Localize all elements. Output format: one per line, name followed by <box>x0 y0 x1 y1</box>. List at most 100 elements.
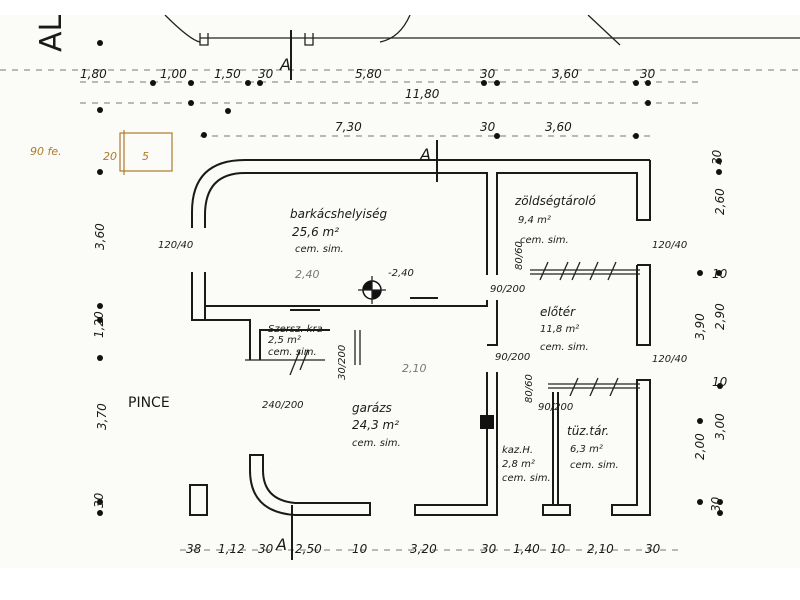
room-szerszamkamra: Szersz. kra 2,5 m² cem. sim. <box>268 324 323 358</box>
svg-text:80/60: 80/60 <box>514 241 525 270</box>
dimension-dots <box>97 40 723 516</box>
svg-text:1,40: 1,40 <box>513 542 540 556</box>
svg-text:9,4 m²: 9,4 m² <box>518 215 551 226</box>
svg-text:20: 20 <box>103 150 117 163</box>
svg-text:1,00: 1,00 <box>160 67 187 81</box>
svg-text:1,50: 1,50 <box>214 67 241 81</box>
svg-text:120/40: 120/40 <box>652 354 687 365</box>
svg-text:2,60: 2,60 <box>713 188 727 215</box>
svg-text:cem. sim.: cem. sim. <box>540 342 589 353</box>
pince-label: PINCE <box>128 395 170 411</box>
svg-text:11,8 m²: 11,8 m² <box>540 324 579 335</box>
opening-labels: 120/40 120/40 90/200 90/200 90/200 240/2… <box>158 240 687 413</box>
svg-text:2,5 m²: 2,5 m² <box>268 335 301 346</box>
svg-text:30: 30 <box>258 67 274 81</box>
svg-text:cem. sim.: cem. sim. <box>502 473 551 484</box>
svg-text:30: 30 <box>258 542 274 556</box>
floor-plan-drawing <box>0 15 800 560</box>
annotation: 90 fe. 20 5 <box>30 145 149 163</box>
svg-text:30: 30 <box>645 542 661 556</box>
svg-text:1,80: 1,80 <box>80 67 107 81</box>
svg-text:3,60: 3,60 <box>545 120 572 134</box>
room-kazanhaz: kaz.H. 2,8 m² cem. sim. <box>502 445 551 484</box>
svg-text:2,8 m²: 2,8 m² <box>502 459 535 470</box>
svg-text:90/200: 90/200 <box>538 402 573 413</box>
svg-text:Szersz. kra: Szersz. kra <box>268 324 323 335</box>
svg-text:30: 30 <box>92 492 106 508</box>
svg-text:5: 5 <box>142 150 149 163</box>
svg-text:cem. sim.: cem. sim. <box>268 347 317 358</box>
room-barkacshelyiseg: barkácshelyiség 25,6 m² cem. sim. <box>290 207 387 255</box>
svg-text:90/200: 90/200 <box>495 352 530 363</box>
svg-text:240/200: 240/200 <box>262 400 304 411</box>
level-marker-icon <box>358 276 386 304</box>
svg-text:tüz.tár.: tüz.tár. <box>567 424 609 438</box>
svg-text:3,00: 3,00 <box>713 413 727 440</box>
svg-text:kaz.H.: kaz.H. <box>502 445 533 456</box>
svg-text:90/200: 90/200 <box>490 284 525 295</box>
svg-text:3,70: 3,70 <box>95 403 109 430</box>
svg-text:cem. sim.: cem. sim. <box>352 438 401 449</box>
svg-text:10: 10 <box>550 542 566 556</box>
svg-text:2,50: 2,50 <box>295 542 322 556</box>
svg-text:3,90: 3,90 <box>693 313 707 340</box>
svg-text:30: 30 <box>710 149 724 165</box>
svg-text:11,80: 11,80 <box>405 87 440 101</box>
room-tuzelotarolo: tüz.tár. 6,3 m² cem. sim. <box>567 424 619 471</box>
plan-labels: AL A A A 1,80 1,00 1,50 30 5,80 30 3,60 … <box>30 15 728 556</box>
svg-text:30: 30 <box>480 67 496 81</box>
room-garazs: garázs 24,3 m² cem. sim. <box>352 401 401 449</box>
svg-text:80/60: 80/60 <box>524 374 535 403</box>
section-marker-label: A <box>279 55 291 74</box>
svg-text:120/40: 120/40 <box>158 240 193 251</box>
svg-text:3,60: 3,60 <box>93 223 107 250</box>
right-dimensions: 30 2,60 10 3,90 2,90 10 2,00 3,00 30 <box>693 149 728 512</box>
svg-text:barkácshelyiség: barkácshelyiség <box>290 207 387 221</box>
section-marker-label: A <box>275 535 287 554</box>
svg-text:2,10: 2,10 <box>402 362 427 375</box>
walls <box>164 15 800 516</box>
svg-text:10: 10 <box>712 375 728 389</box>
svg-text:24,3 m²: 24,3 m² <box>352 418 399 432</box>
floor-plan-sheet: AL A A A 1,80 1,00 1,50 30 5,80 30 3,60 … <box>0 15 800 568</box>
level-labels: 2,40 -2,40 2,10 <box>295 268 427 375</box>
svg-text:-2,40: -2,40 <box>388 268 414 279</box>
svg-text:cem. sim.: cem. sim. <box>520 235 569 246</box>
svg-text:10: 10 <box>712 267 728 281</box>
svg-text:30: 30 <box>481 542 497 556</box>
svg-text:2,00: 2,00 <box>693 433 707 460</box>
left-dimensions: 3,60 1,20 3,70 30 <box>92 223 109 508</box>
svg-text:cem. sim.: cem. sim. <box>295 244 344 255</box>
section-marker-label: A <box>419 145 431 164</box>
annotation-box <box>119 132 173 172</box>
bottom-dimensions: 38 1,12 30 2,50 10 3,20 30 1,40 10 2,10 … <box>186 542 661 556</box>
svg-text:1,12: 1,12 <box>218 542 245 556</box>
svg-text:30: 30 <box>709 496 723 512</box>
svg-text:2,40: 2,40 <box>295 268 320 281</box>
svg-text:38: 38 <box>186 542 202 556</box>
svg-text:3,60: 3,60 <box>552 67 579 81</box>
svg-text:90 fe.: 90 fe. <box>30 145 62 158</box>
svg-text:6,3 m²: 6,3 m² <box>570 444 603 455</box>
svg-text:garázs: garázs <box>352 401 392 415</box>
svg-text:120/40: 120/40 <box>652 240 687 251</box>
room-eloter: előtér 11,8 m² cem. sim. <box>540 305 589 353</box>
svg-text:30: 30 <box>480 120 496 134</box>
svg-text:2,90: 2,90 <box>713 303 727 330</box>
room-zoldsegtarolo: zöldségtároló 9,4 m² cem. sim. <box>514 194 596 246</box>
svg-text:30: 30 <box>640 67 656 81</box>
svg-text:2,10: 2,10 <box>587 542 614 556</box>
svg-text:30/200: 30/200 <box>337 345 348 380</box>
svg-text:10: 10 <box>352 542 368 556</box>
svg-text:5,80: 5,80 <box>355 67 382 81</box>
svg-text:cem. sim.: cem. sim. <box>570 460 619 471</box>
top-dimensions: 1,80 1,00 1,50 30 5,80 30 3,60 30 11,80 … <box>80 67 656 134</box>
svg-text:7,30: 7,30 <box>335 120 362 134</box>
hatched-partitions <box>245 261 640 429</box>
chimney-icon <box>480 415 494 429</box>
svg-text:zöldségtároló: zöldségtároló <box>514 194 596 208</box>
section-markers <box>290 30 438 560</box>
drawing-title: AL <box>34 15 69 52</box>
svg-text:3,20: 3,20 <box>410 542 437 556</box>
svg-text:25,6 m²: 25,6 m² <box>292 225 339 239</box>
